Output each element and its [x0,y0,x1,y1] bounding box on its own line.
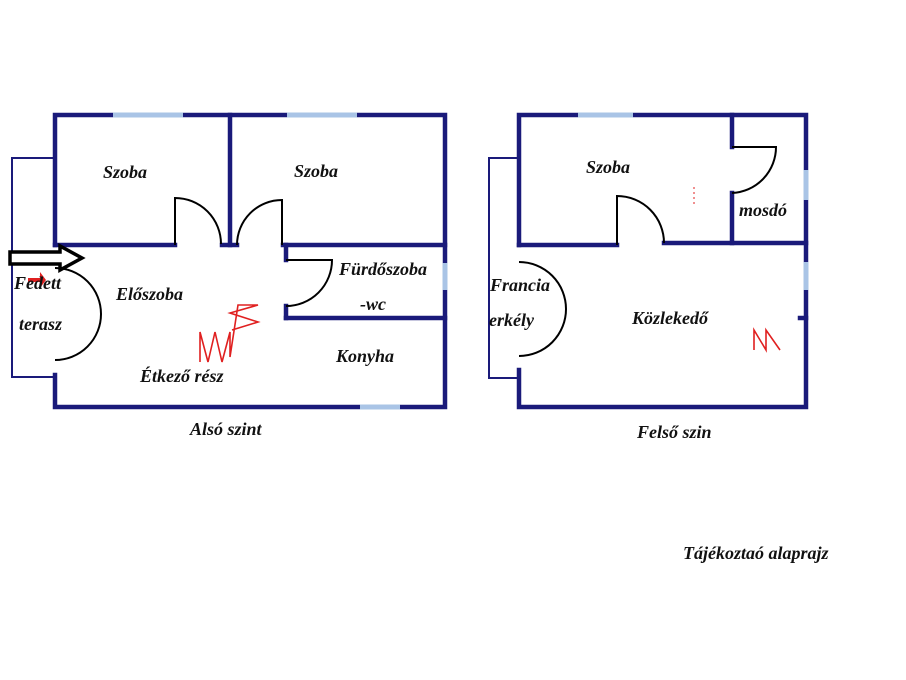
room-label-terrace-1: Fedett [13,273,62,293]
room-label-dining: Étkező rész [139,365,224,386]
room-label-washroom: mosdó [739,200,787,220]
room-label-kitchen: Konyha [335,346,394,366]
room-label-hall: Előszoba [115,284,183,304]
caption-upper-level: Felső szin [636,422,712,442]
room-label-upper-szoba: Szoba [586,157,630,177]
door-bathroom [285,259,334,307]
lower-outer-walls [52,112,448,410]
door-washroom [731,146,778,194]
room-label-balcony-2: erkély [489,310,535,330]
room-label-bathroom-wc: -wc [360,294,386,314]
room-label-szoba-right: Szoba [294,161,338,181]
room-label-szoba-left: Szoba [103,162,147,182]
room-label-corridor: Közlekedő [631,308,709,328]
upper-level-plan [488,112,809,410]
lower-level-plan [8,112,448,410]
staircase-lower [199,304,261,363]
door-right-room [236,198,283,246]
caption-lower-level: Alsó szint [189,419,263,439]
upper-outer-walls [516,112,809,410]
balcony-outline [488,157,519,379]
staircase-upper [753,327,781,353]
door-upper-room [616,194,665,245]
terrace-outline [11,157,55,378]
room-label-bathroom: Fürdőszoba [338,259,427,279]
room-label-balcony-1: Francia [489,275,550,295]
door-left-room [174,196,222,245]
entrance-arrow-icon [8,243,86,273]
room-label-terrace-2: terasz [19,314,62,334]
footer-note: Tájékoztaó alaprajz [683,543,829,563]
door-balcony [518,261,568,357]
door-entrance [54,267,103,361]
entry-marker-icon [28,272,46,288]
